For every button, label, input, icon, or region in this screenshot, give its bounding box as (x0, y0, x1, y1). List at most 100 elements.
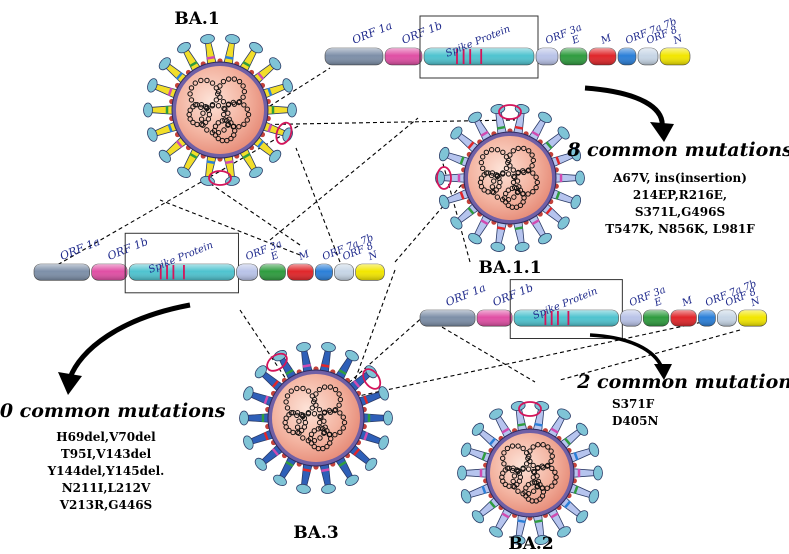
spike-band (285, 369, 294, 376)
rna-bead (493, 172, 499, 178)
rna-bead (198, 77, 204, 84)
rna-bead (500, 470, 506, 476)
spike-band (363, 431, 369, 441)
ba2-segment-shade (514, 310, 619, 327)
rna-bead (192, 80, 198, 86)
rna-bead (552, 469, 558, 475)
rna-bead (552, 479, 558, 485)
rna-bead (530, 170, 536, 176)
spike-cap (450, 126, 463, 140)
label-ba3: BA.3 (293, 523, 338, 543)
ba1-segment-shade (325, 48, 383, 65)
ba1-segment-shade (618, 48, 636, 65)
rna-bead (308, 431, 315, 438)
rna-bead (515, 170, 521, 176)
ba3-segment-shade (315, 264, 333, 281)
ba2-segment-shade (698, 310, 716, 327)
mutations-ba3-line: N211I,L212V (62, 481, 151, 495)
mutations-ba11-title: 8 common mutations (566, 139, 789, 161)
ba3-segment-shade (334, 264, 354, 281)
rna-bead (504, 445, 511, 452)
mutation-highlight-ring (208, 170, 232, 186)
spike-band (267, 87, 273, 97)
rna-bead (520, 466, 526, 472)
spike-cap (378, 386, 389, 401)
spike-band (480, 219, 489, 226)
ba2-label-m: M (680, 295, 695, 310)
label-ba1: BA.1 (174, 9, 219, 29)
ba2-segment-shade (620, 310, 642, 327)
spike-band (481, 485, 487, 494)
rna-bead (241, 102, 247, 108)
rna-bead (313, 391, 319, 397)
ba3-segment-shade (129, 264, 235, 281)
rna-bead (548, 448, 554, 454)
spike-band (167, 123, 173, 133)
rna-bead (496, 183, 502, 190)
rna-bead (525, 466, 532, 472)
rna-bead (301, 424, 308, 430)
connector-line (269, 117, 419, 241)
mutation-highlight-ring (275, 121, 293, 145)
rna-bead (549, 465, 555, 472)
spike-cap (200, 175, 215, 186)
spike-cap (489, 526, 503, 538)
rna-bead (517, 187, 524, 193)
mutations-ba3-line: V213R,G446S (59, 498, 152, 512)
ba1-segment-shade (660, 48, 690, 65)
spike-band (321, 363, 330, 368)
mutations-ba11-line: 214EP,R216E, (633, 188, 727, 202)
spike-band (488, 500, 496, 509)
spike-band (467, 206, 475, 215)
connector-line (334, 314, 426, 396)
spike-cap (538, 111, 552, 124)
spike-cap (147, 127, 158, 142)
spike-band (564, 500, 572, 509)
ba2-label-orf1b: ORF 1b (491, 281, 535, 309)
rna-bead (511, 173, 517, 180)
connector-line (339, 314, 736, 401)
ba2-segment-shade (670, 310, 697, 327)
rna-bead (332, 432, 338, 438)
spike-cap (321, 342, 336, 353)
spike-band (514, 226, 524, 231)
rna-bead (231, 76, 238, 82)
spike-cap (438, 146, 450, 162)
spike-cap (273, 474, 287, 486)
rna-bead (530, 468, 537, 475)
spike-band (550, 512, 559, 519)
rna-bead (494, 194, 501, 200)
mutations-ba2-line: S371F (612, 397, 655, 411)
rna-bead (321, 418, 327, 424)
virus-ba1 (143, 34, 297, 186)
spike-cap (576, 510, 589, 524)
spike-cap (225, 175, 240, 186)
rna-bead (204, 77, 210, 84)
ba1-segment-shade (536, 48, 558, 65)
rna-bead (327, 440, 333, 446)
spike-band (189, 61, 198, 68)
rna-bead (520, 168, 526, 174)
ba1-label-orf1b: ORF 1b (400, 19, 444, 47)
arrow-ba3 (67, 302, 191, 379)
ba1-label-orf1a: ORF 1a (350, 19, 394, 47)
connector-line (239, 119, 516, 126)
mutation-highlight-ring (266, 352, 288, 372)
mutations-ba3-title: 10 common mutations (0, 400, 226, 422)
rna-bead (527, 458, 533, 465)
mutations-ba2-line: D405N (612, 414, 658, 428)
spike-cap (460, 442, 472, 457)
ba1-segment-shade (589, 48, 616, 65)
spike-cap (273, 350, 287, 362)
spike-band (175, 140, 183, 148)
spike-band (353, 380, 361, 388)
spike-cap (249, 42, 263, 54)
rna-bead (296, 418, 302, 424)
spike-cap (287, 102, 297, 118)
rna-bead (332, 386, 339, 393)
rna-bead (516, 470, 523, 476)
rna-bead (321, 410, 328, 416)
rna-bead (502, 481, 509, 488)
